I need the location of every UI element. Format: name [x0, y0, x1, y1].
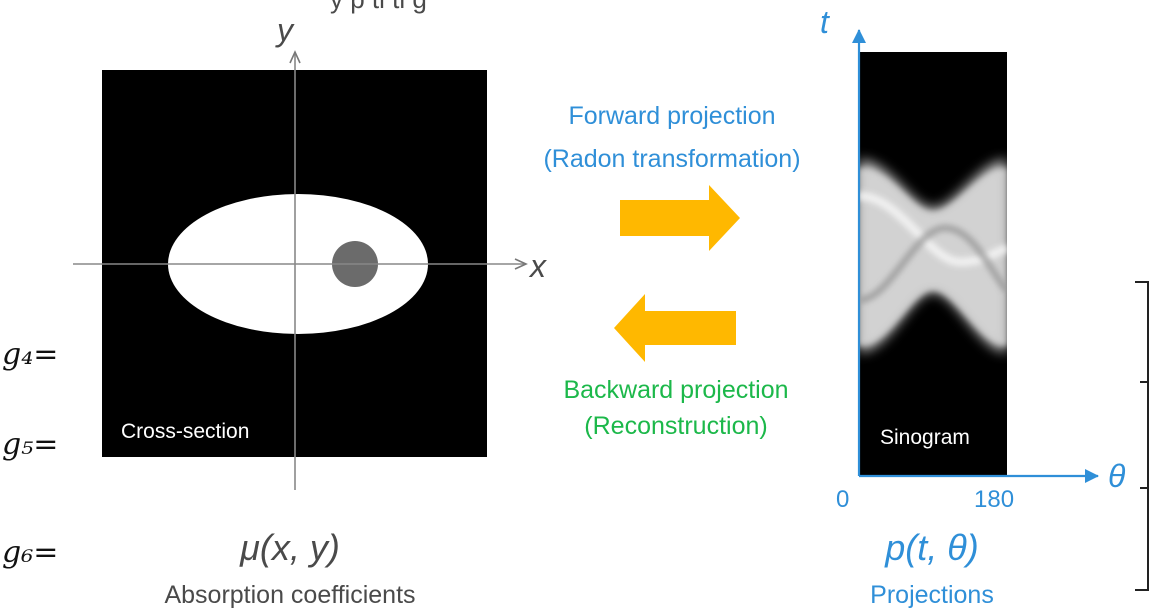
x-axis-label: x — [530, 248, 546, 284]
projections-caption: Projections — [870, 581, 994, 609]
backward-arrow — [614, 294, 736, 362]
mu-function-label: μ(x, y) — [240, 530, 340, 566]
g4-label: g₄= — [2, 337, 59, 372]
t-axis-label: t — [820, 4, 829, 40]
sinogram-label: Sinogram — [880, 426, 970, 449]
theta-tick-0: 0 — [836, 486, 850, 513]
top-partial-text: y p ti ti g — [330, 0, 427, 12]
p-function-label: p(t, θ) — [885, 527, 979, 568]
radon-transformation-label: (Radon transformation) — [543, 145, 801, 173]
forward-arrow — [620, 185, 740, 251]
y-axis-label: y — [277, 12, 293, 48]
cross-section-label: Cross-section — [121, 420, 250, 443]
theta-tick-180: 180 — [974, 486, 1015, 513]
reconstruction-label: (Reconstruction) — [584, 412, 768, 440]
g5-label: g₅= — [2, 427, 59, 462]
absorption-caption: Absorption coefficients — [164, 581, 416, 609]
forward-projection-title: Forward projection — [568, 102, 776, 130]
theta-axis-label: θ — [1108, 458, 1126, 494]
sinogram-pattern — [859, 160, 1007, 352]
right-bracket — [1135, 281, 1149, 591]
mu-function-text: μ(x, y) — [240, 527, 340, 568]
g6-label: g₆= — [2, 535, 59, 570]
backward-projection-title: Backward projection — [563, 376, 789, 404]
